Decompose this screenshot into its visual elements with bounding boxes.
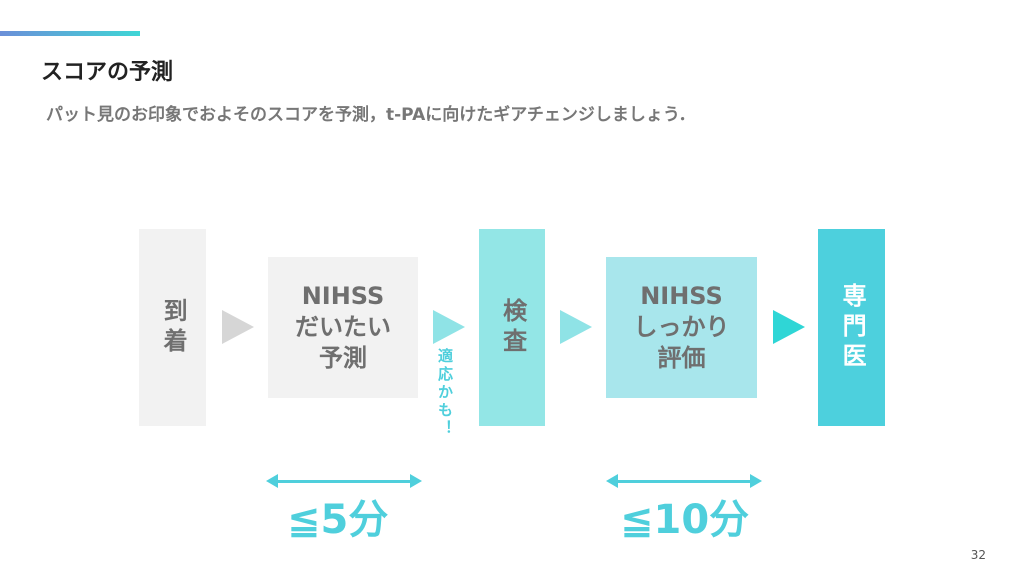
time-limit-first: ≦5分 (287, 497, 389, 543)
arrow-right-icon (222, 310, 254, 344)
double-arrow-icon (606, 474, 762, 488)
time-limit-second: ≦10分 (620, 497, 750, 543)
eligibility-note: 適応かも！ (436, 348, 454, 438)
step-specialist: 専門医 (818, 229, 885, 426)
accent-bar (0, 31, 140, 36)
arrow-right-icon (433, 310, 465, 344)
step-arrival: 到着 (139, 229, 206, 426)
arrow-right-icon (773, 310, 805, 344)
double-arrow-icon (266, 474, 422, 488)
page-number: 32 (970, 548, 986, 562)
slide-subtitle: パット見のお印象でおよそのスコアを予測，t-PAに向けたギアチェンジしましょう． (46, 105, 696, 125)
step-nihss-estimate: NIHSS だいたい 予測 (268, 257, 418, 398)
step-nihss-eval: NIHSS しっかり 評価 (606, 257, 757, 398)
slide-title: スコアの予測 (41, 60, 174, 85)
arrow-right-icon (560, 310, 592, 344)
step-exam: 検査 (479, 229, 545, 426)
